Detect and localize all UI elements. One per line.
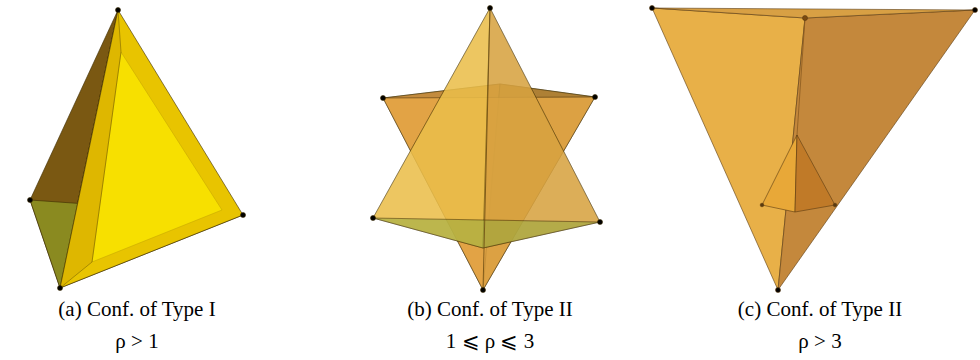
parameter-range: ρ > 1 (115, 330, 158, 353)
panel-caption: (c) Conf. of Type II (738, 298, 902, 321)
tetrahedron-a (28, 8, 246, 291)
parameter-range: 1 ⩽ ρ ⩽ 3 (446, 330, 534, 353)
panel-caption: (a) Conf. of Type I (58, 298, 215, 321)
panel-caption: (b) Conf. of Type II (407, 298, 573, 321)
parameter-range: ρ > 3 (798, 330, 841, 353)
tetrahedron-c (650, 6, 978, 293)
tetrahedron-b (371, 6, 603, 293)
